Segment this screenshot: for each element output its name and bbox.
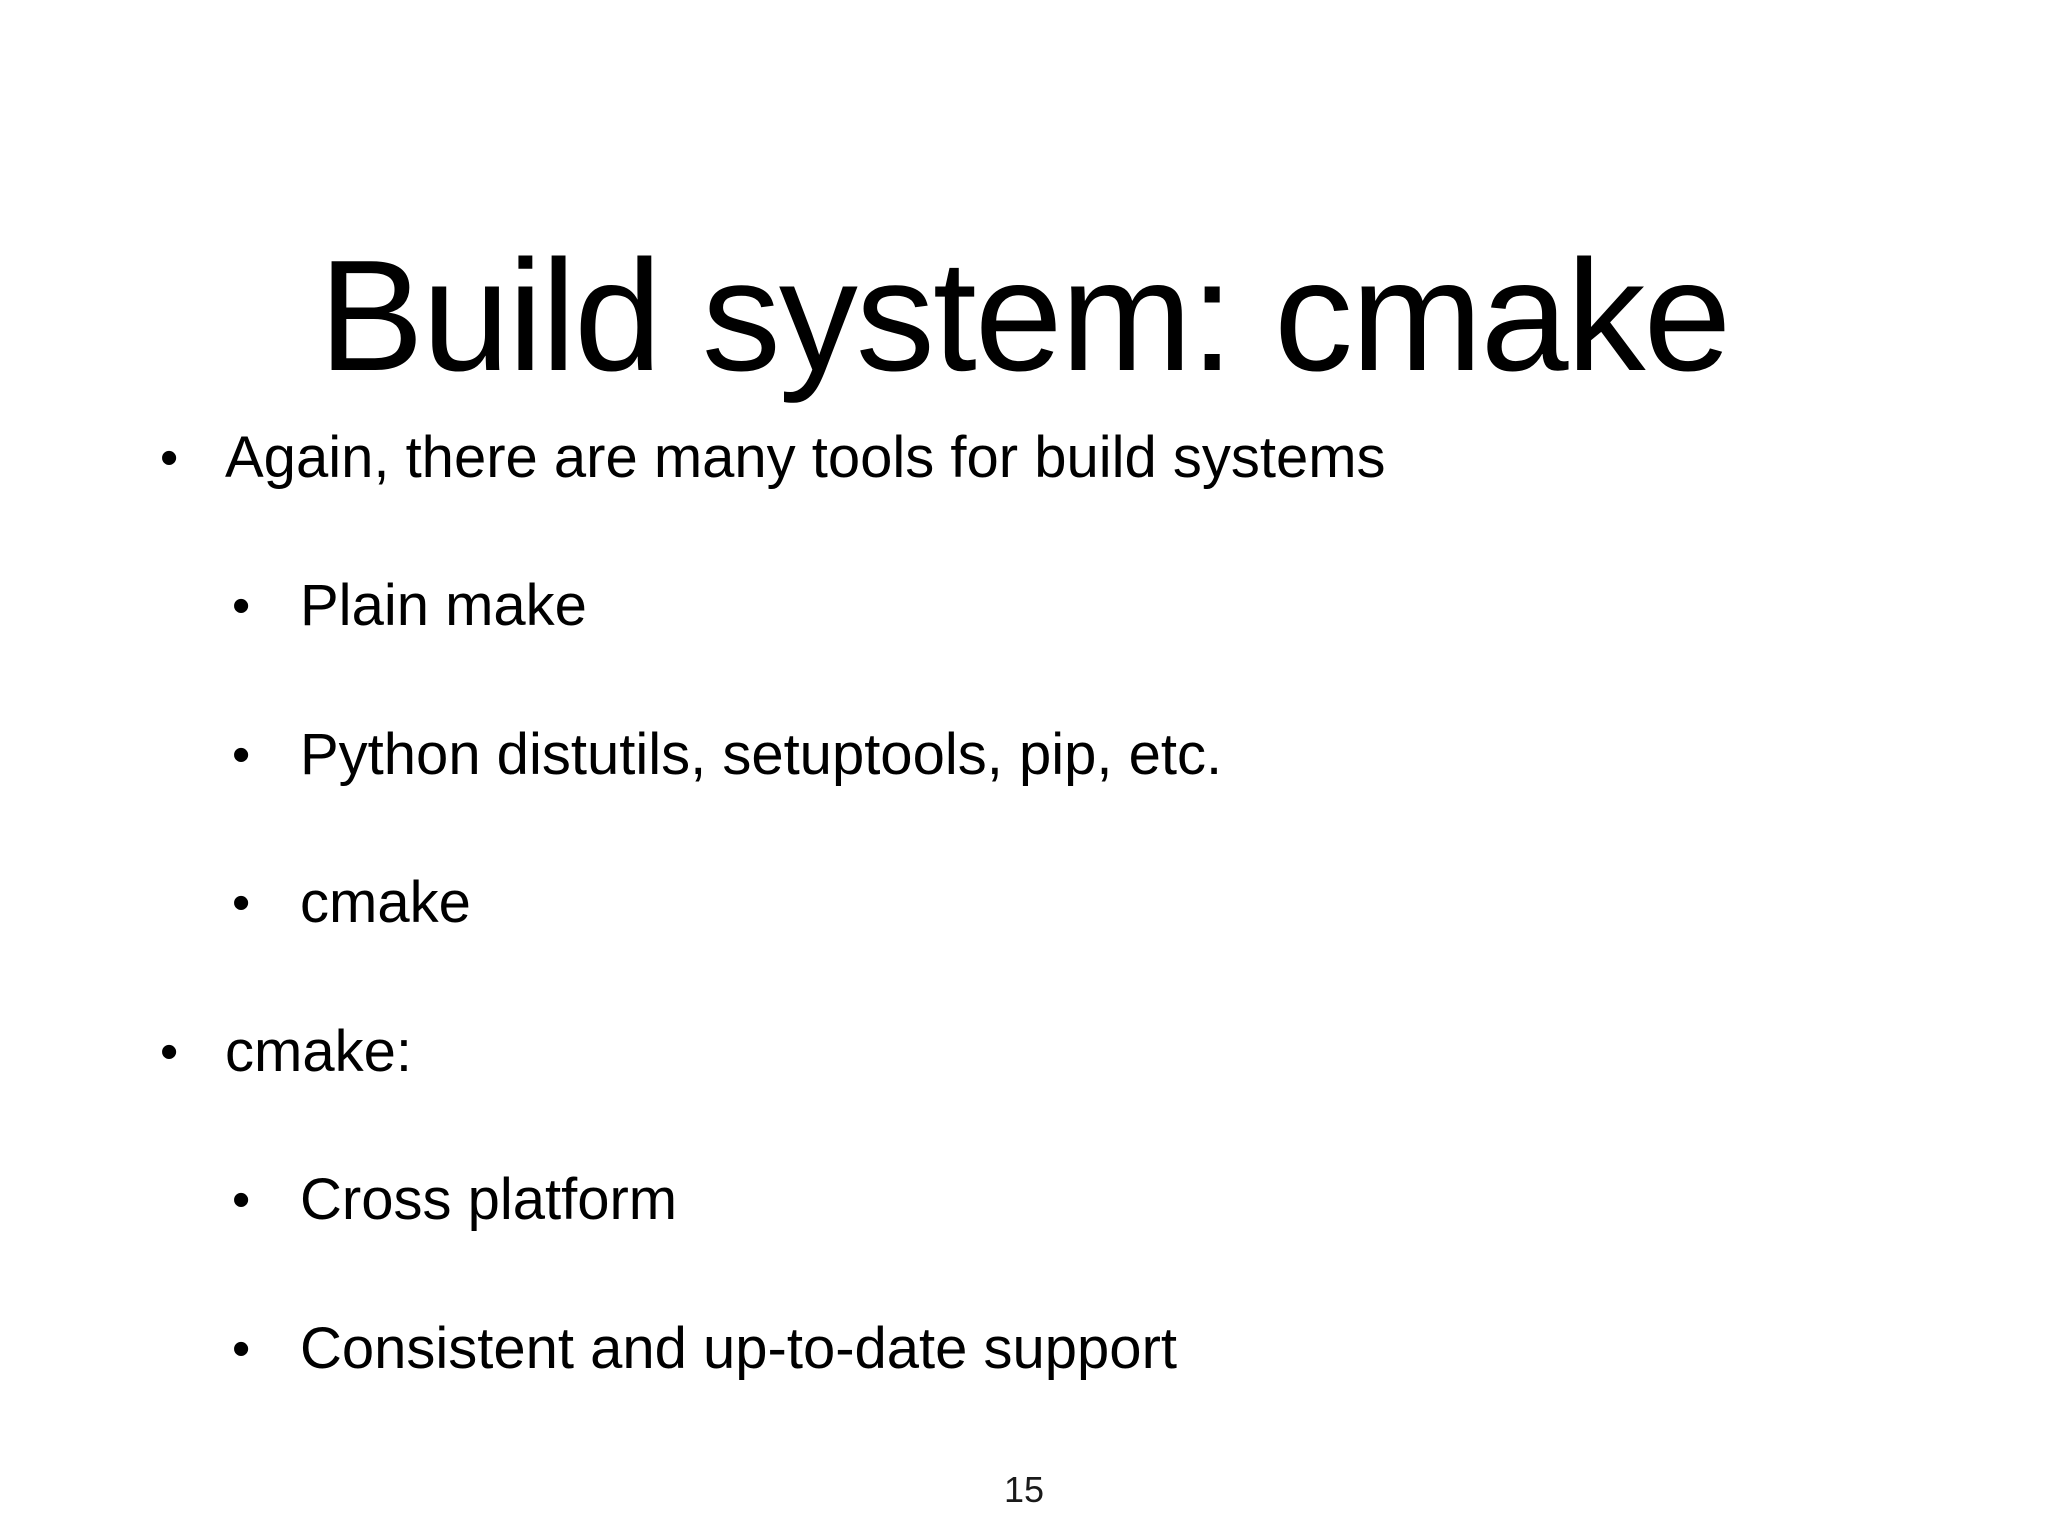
bullet-icon: • — [232, 1171, 251, 1229]
bullet-item: • Python distutils, setuptools, pip, etc… — [232, 720, 1222, 790]
slide-title: Build system: cmake — [318, 227, 1732, 404]
bullet-item-text: Python distutils, setuptools, pip, etc. — [300, 722, 1223, 787]
bullet-icon: • — [232, 1320, 251, 1378]
bullet-item-text: cmake — [300, 870, 471, 935]
bullet-icon: • — [232, 577, 251, 635]
bullet-item-text: Consistent and up-to-date support — [300, 1316, 1177, 1381]
bullet-icon: • — [160, 1023, 179, 1081]
bullet-item: • cmake: — [160, 1017, 412, 1087]
bullet-icon: • — [232, 874, 251, 932]
bullet-item-text: Plain make — [300, 573, 587, 638]
bullet-item: • cmake — [232, 868, 471, 938]
bullet-item: • Consistent and up-to-date support — [232, 1314, 1177, 1384]
bullet-icon: • — [232, 726, 251, 784]
bullet-item-text: Again, there are many tools for build sy… — [225, 425, 1386, 490]
bullet-item-text: Cross platform — [300, 1167, 678, 1232]
bullet-item: • Plain make — [232, 571, 587, 641]
bullet-item: • Cross platform — [232, 1165, 677, 1235]
bullet-item: • Again, there are many tools for build … — [160, 423, 1386, 493]
bullet-item-text: cmake: — [225, 1019, 412, 1084]
page-number: 15 — [1003, 1469, 1045, 1510]
bullet-icon: • — [160, 429, 179, 487]
